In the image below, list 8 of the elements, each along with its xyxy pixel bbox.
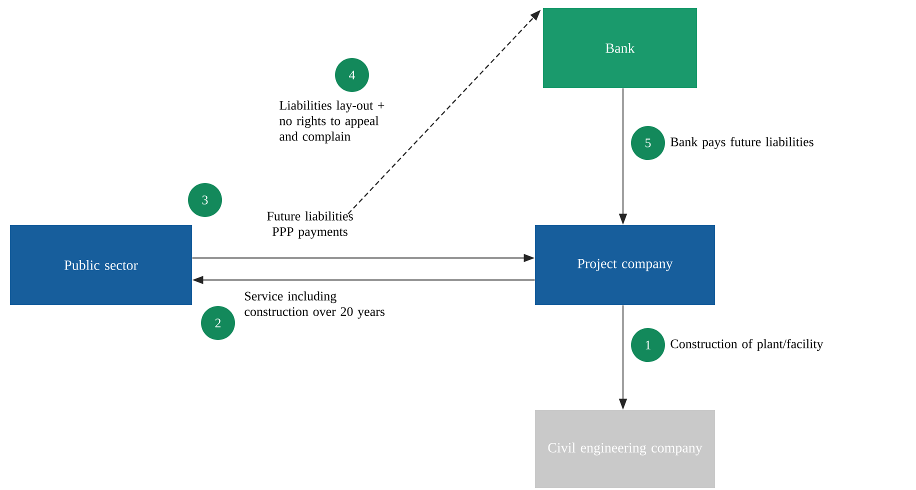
process-box: Public sector (10, 225, 192, 305)
edge-label: Construction of plant/facility (670, 339, 824, 351)
edge-label: Bank pays future liabilities (670, 137, 814, 149)
edge-label: Liabilities lay-out + no rights to appeal and complain (280, 100, 384, 144)
process-box: Bank (543, 8, 697, 88)
edge-label: Service including construction over 20 years (244, 291, 385, 319)
process-box: Project company (535, 225, 715, 305)
edge-label: Future liabilities PPP payments (267, 211, 353, 239)
